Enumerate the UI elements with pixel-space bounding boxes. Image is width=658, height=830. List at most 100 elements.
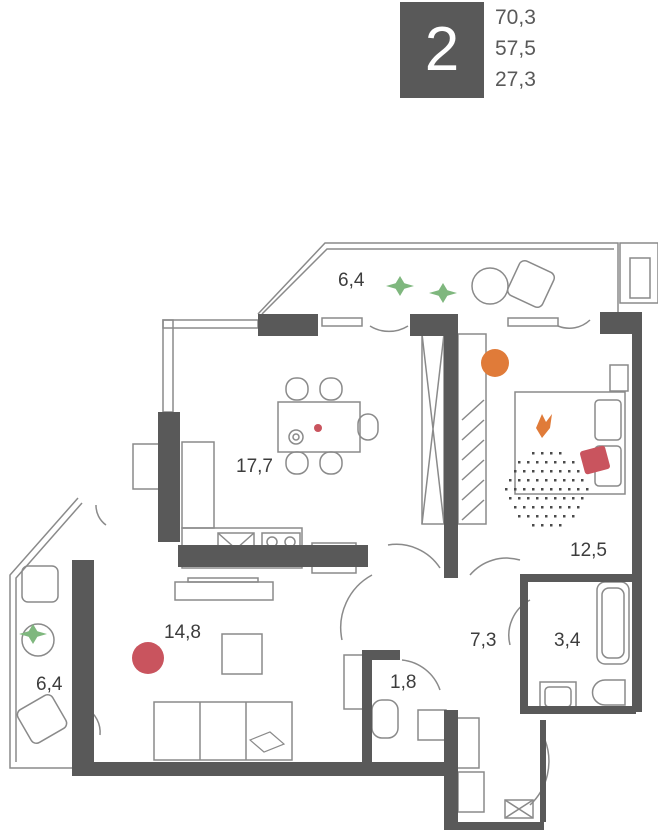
balcony-table xyxy=(471,267,509,305)
rug-dot xyxy=(541,524,544,527)
rug-dot xyxy=(545,497,548,500)
bath-toilet xyxy=(591,679,626,706)
balcony-left-chair-1 xyxy=(21,565,59,603)
balcony-chair xyxy=(506,259,556,309)
rug-dot xyxy=(545,461,548,464)
rug-dot xyxy=(568,470,571,473)
rug-dot xyxy=(532,470,535,473)
area-summary: 70,3 57,5 27,3 xyxy=(495,2,595,95)
living-area: 57,5 xyxy=(495,37,536,60)
door-hall-1 xyxy=(387,543,441,569)
rug-dot xyxy=(572,497,575,500)
window-kitchen xyxy=(162,319,259,329)
rug-dot xyxy=(514,506,517,509)
door-hall-2 xyxy=(469,557,521,576)
rug-dot xyxy=(532,488,535,491)
rug-dot xyxy=(572,479,575,482)
room-area-hallway: 7,3 xyxy=(470,630,497,651)
rug-dot xyxy=(532,524,535,527)
rug-dot xyxy=(563,461,566,464)
kitchen-area: 27,3 xyxy=(495,68,536,91)
window-bedroom xyxy=(507,317,559,327)
rug-dot xyxy=(572,461,575,464)
rug-dot xyxy=(545,479,548,482)
plant-icon xyxy=(19,276,457,644)
room-area-bedroom: 12,5 xyxy=(570,540,607,561)
room-area-balcony-left: 6,4 xyxy=(36,674,63,695)
rug-dot xyxy=(559,470,562,473)
rug-dot xyxy=(581,497,584,500)
rug-dot xyxy=(541,506,544,509)
rug-dot xyxy=(536,515,539,518)
balcony-left-chair-2 xyxy=(16,693,68,745)
room-count: 2 xyxy=(424,15,460,84)
toilet xyxy=(371,699,399,739)
door-toilet xyxy=(401,659,441,691)
kitchen-counter xyxy=(181,441,215,529)
bedroom-chair xyxy=(481,349,509,377)
rug-dot xyxy=(518,479,521,482)
balcony-left-outline xyxy=(9,497,79,769)
room-area-balcony-top: 6,4 xyxy=(338,270,365,291)
sofa xyxy=(153,701,293,761)
rug-dot xyxy=(514,470,517,473)
rug-dot xyxy=(541,470,544,473)
coffee-table xyxy=(221,633,263,675)
room-area-living-room: 14,8 xyxy=(164,622,201,643)
rug-dot xyxy=(541,452,544,455)
rug-dot xyxy=(527,461,530,464)
walls xyxy=(72,312,642,830)
room-area-bathroom: 3,4 xyxy=(554,630,581,651)
rug-dot xyxy=(514,488,517,491)
rug-dot xyxy=(568,506,571,509)
rug-dot xyxy=(586,488,589,491)
rug-dot xyxy=(523,488,526,491)
room-count-badge: 2 xyxy=(400,2,484,98)
rug-dot xyxy=(559,452,562,455)
rug-dot xyxy=(509,497,512,500)
rug-dot xyxy=(532,506,535,509)
balcony-left-table xyxy=(21,623,55,657)
rug-dot xyxy=(568,488,571,491)
door-entrance xyxy=(529,739,550,806)
rug-dot xyxy=(581,479,584,482)
room-area-kitchen-living: 17,7 xyxy=(236,456,273,477)
balcony-left-chair-accent xyxy=(248,731,286,753)
rug-dot xyxy=(559,506,562,509)
door-balcony-top-2 xyxy=(557,319,591,329)
rug-dot xyxy=(518,461,521,464)
bed-pillow xyxy=(580,445,610,475)
rug-dot xyxy=(518,497,521,500)
rug-dot xyxy=(541,488,544,491)
rug-dot xyxy=(523,470,526,473)
rug-dot xyxy=(577,488,580,491)
room-area-toilet: 1,8 xyxy=(390,672,417,693)
rug-dot xyxy=(527,515,530,518)
rug-dot xyxy=(545,515,548,518)
rug-dot xyxy=(577,506,580,509)
rug-dot xyxy=(536,461,539,464)
bed xyxy=(514,391,626,495)
rug-dot xyxy=(554,461,557,464)
rug-dot xyxy=(550,470,553,473)
rug-dot xyxy=(554,497,557,500)
rug-dot xyxy=(572,515,575,518)
rug-dot xyxy=(509,479,512,482)
rug-dot xyxy=(527,479,530,482)
rug-dot xyxy=(554,479,557,482)
balcony-top-outline xyxy=(257,242,619,315)
rug-dot xyxy=(518,515,521,518)
rug-dot xyxy=(550,506,553,509)
rug-dot xyxy=(554,515,557,518)
rug-dot xyxy=(505,488,508,491)
rug-dot xyxy=(527,497,530,500)
tv-stand xyxy=(174,581,274,601)
total-area: 70,3 xyxy=(495,6,536,29)
rug-dot xyxy=(523,506,526,509)
rug-dot xyxy=(532,452,535,455)
bed-pet xyxy=(536,414,552,438)
living-ottoman xyxy=(132,642,164,674)
rug-dot xyxy=(577,470,580,473)
rug-dot xyxy=(563,497,566,500)
